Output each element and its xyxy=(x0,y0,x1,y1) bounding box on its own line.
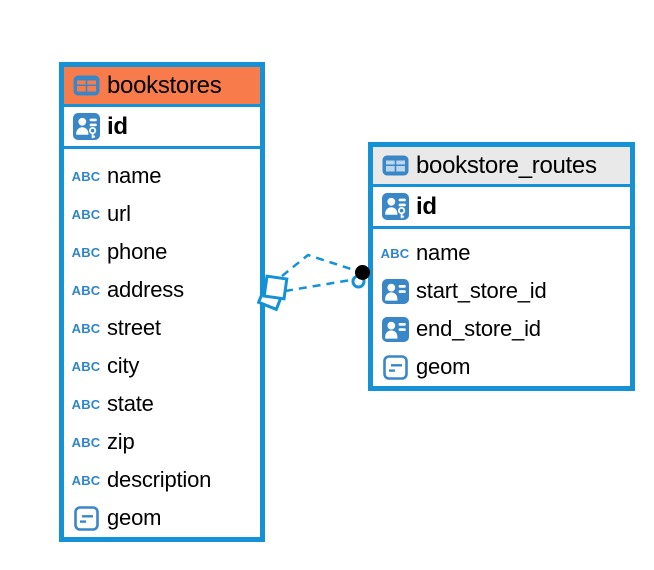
column-row-name[interactable]: ABC name xyxy=(373,234,630,272)
column-row-url[interactable]: ABC url xyxy=(64,195,260,233)
geometry-type-icon xyxy=(73,505,99,531)
table-icon xyxy=(72,75,100,96)
text-type-icon: ABC xyxy=(380,245,410,261)
reference-type-icon xyxy=(381,278,409,304)
column-name: description xyxy=(107,467,212,492)
reference-type-icon xyxy=(381,278,409,304)
table-icon xyxy=(73,75,99,96)
column-row-address[interactable]: ABC address xyxy=(64,271,260,309)
text-type-icon: ABC xyxy=(71,244,101,260)
geometry-type-icon xyxy=(382,354,408,380)
text-type-icon: ABC xyxy=(71,282,101,298)
text-type-icon: ABC xyxy=(71,320,101,336)
column-name: zip xyxy=(107,429,135,454)
relationship-line-end-store[interactable] xyxy=(284,278,352,293)
column-name: url xyxy=(107,201,131,226)
text-type-icon: ABC xyxy=(71,434,101,450)
column-name: geom xyxy=(107,505,162,530)
geometry-type-icon xyxy=(72,505,100,531)
column-name: end_store_id xyxy=(416,316,541,341)
primary-key-label: id xyxy=(416,192,437,220)
primary-key-icon xyxy=(381,193,409,220)
text-type-icon: ABC xyxy=(71,358,101,374)
column-name: start_store_id xyxy=(416,278,547,303)
primary-key-row[interactable]: id xyxy=(64,107,260,149)
text-type-icon: ABC xyxy=(71,396,101,412)
text-type-icon: ABC xyxy=(71,472,101,488)
text-type-icon: ABC xyxy=(71,434,101,450)
column-row-name[interactable]: ABC name xyxy=(64,157,260,195)
table-icon xyxy=(382,155,408,176)
column-name: city xyxy=(107,353,140,378)
column-row-geom[interactable]: geom xyxy=(64,499,260,537)
column-row-phone[interactable]: ABC phone xyxy=(64,233,260,271)
text-type-icon: ABC xyxy=(71,358,101,374)
column-row-end_store_id[interactable]: end_store_id xyxy=(373,310,630,348)
text-type-icon: ABC xyxy=(71,472,101,488)
column-row-state[interactable]: ABC state xyxy=(64,385,260,423)
entity-table-bookstore-routes[interactable]: bookstore_routes id ABC name start_store_i… xyxy=(368,142,635,391)
reference-type-icon xyxy=(381,316,409,342)
column-name: state xyxy=(107,391,154,416)
column-name: address xyxy=(107,277,184,302)
text-type-icon: ABC xyxy=(71,396,101,412)
table-icon xyxy=(381,155,409,176)
column-row-city[interactable]: ABC city xyxy=(64,347,260,385)
column-row-start_store_id[interactable]: start_store_id xyxy=(373,272,630,310)
text-type-icon: ABC xyxy=(71,244,101,260)
primary-key-icon xyxy=(72,113,100,140)
column-name: name xyxy=(107,163,162,188)
text-type-icon: ABC xyxy=(71,206,101,222)
column-name: phone xyxy=(107,239,168,264)
primary-key-label: id xyxy=(107,112,128,140)
table-header-bookstore-routes[interactable]: bookstore_routes xyxy=(373,147,630,187)
column-row-street[interactable]: ABC street xyxy=(64,309,260,347)
column-name: geom xyxy=(416,354,471,379)
table-header-bookstores[interactable]: bookstores xyxy=(64,67,260,107)
column-name: name xyxy=(416,240,471,265)
reference-type-icon xyxy=(381,316,409,342)
text-type-icon: ABC xyxy=(71,320,101,336)
relationship-line-start-store[interactable] xyxy=(281,253,355,277)
text-type-icon: ABC xyxy=(71,282,101,298)
relationship-bookstores-routes[interactable] xyxy=(256,253,370,312)
table-title: bookstore_routes xyxy=(416,151,597,179)
text-type-icon: ABC xyxy=(380,245,410,261)
column-name: street xyxy=(107,315,161,340)
text-type-icon: ABC xyxy=(71,168,101,184)
table-title: bookstores xyxy=(107,71,222,99)
text-type-icon: ABC xyxy=(71,168,101,184)
primary-key-row[interactable]: id xyxy=(373,187,630,229)
geometry-type-icon xyxy=(381,354,409,380)
primary-key-icon xyxy=(72,113,100,140)
column-row-description[interactable]: ABC description xyxy=(64,461,260,499)
column-row-geom[interactable]: geom xyxy=(373,348,630,386)
column-row-zip[interactable]: ABC zip xyxy=(64,423,260,461)
text-type-icon: ABC xyxy=(71,206,101,222)
primary-key-icon xyxy=(381,193,409,220)
